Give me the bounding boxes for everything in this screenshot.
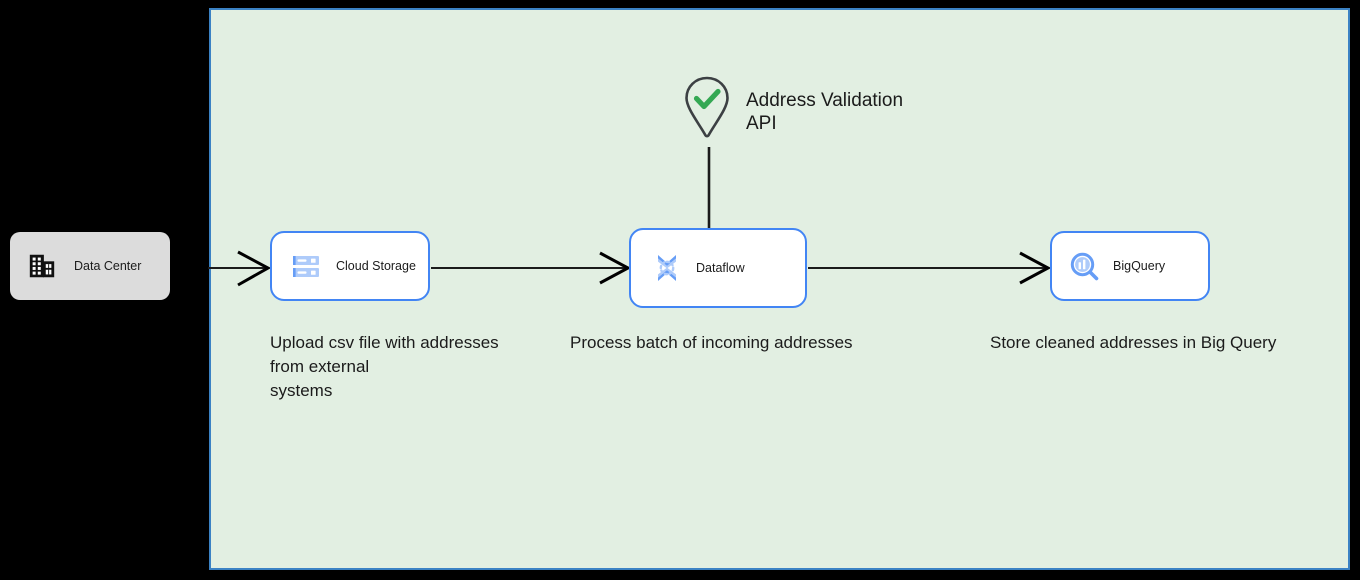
node-label-dataflow: Dataflow — [696, 261, 745, 275]
node-label-data-center: Data Center — [74, 259, 142, 273]
node-data-center[interactable]: Data Center — [10, 232, 170, 300]
building-icon — [29, 254, 55, 278]
caption-process-batch: Process batch of incoming addresses — [570, 333, 853, 352]
cloud-storage-icon — [293, 256, 319, 277]
bigquery-icon — [1070, 252, 1099, 281]
node-label-cloud-storage: Cloud Storage — [336, 259, 416, 273]
map-pin-check-icon — [685, 76, 729, 138]
address-validation-api-label: Address Validation API — [746, 90, 904, 134]
caption-upload-csv: Upload csv file with addresses from exte… — [270, 333, 499, 400]
node-bigquery[interactable]: BigQuery — [1050, 231, 1210, 301]
caption-store-bigquery: Store cleaned addresses in Big Query — [990, 333, 1277, 352]
dataflow-icon — [658, 255, 676, 281]
node-address-validation-api[interactable]: Address Validation API — [684, 76, 903, 138]
node-cloud-storage[interactable]: Cloud Storage — [270, 231, 430, 301]
node-label-bigquery: BigQuery — [1113, 259, 1166, 273]
node-dataflow[interactable]: Dataflow — [629, 228, 807, 308]
